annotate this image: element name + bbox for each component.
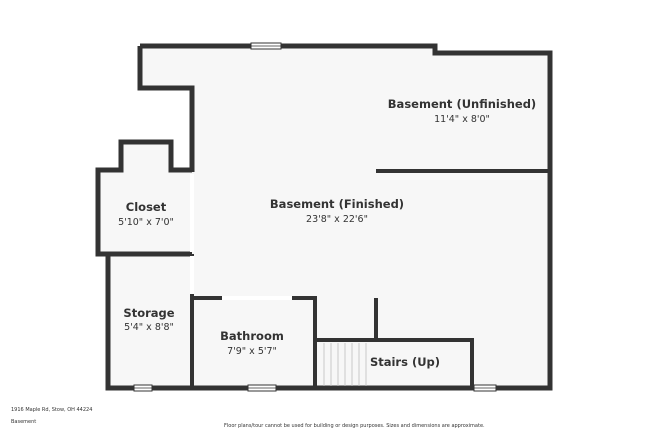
bathroom-door-opening (222, 296, 292, 300)
room-closet-name: Closet (126, 200, 167, 214)
room-basement-unfinished-dims: 11'4" x 8'0" (434, 114, 490, 125)
room-bathroom-name: Bathroom (220, 329, 284, 343)
upper-left-wall (137, 46, 195, 172)
closet-wall (95, 139, 192, 257)
window-right (473, 384, 497, 392)
window-bathroom (247, 384, 277, 392)
window-top (250, 42, 282, 50)
stairs-treads (323, 343, 367, 386)
room-closet-dims: 5'10" x 7'0" (118, 217, 174, 228)
room-basement-unfinished-name: Basement (Unfinished) (388, 97, 536, 111)
window-storage (133, 384, 153, 392)
storage-opening (190, 256, 194, 294)
property-address: 1916 Maple Rd, Stow, OH 44224 (11, 407, 93, 413)
exterior-wall (105, 43, 553, 391)
disclaimer-text: Floor plans/tour cannot be used for buil… (224, 423, 485, 429)
floor-area (98, 46, 550, 388)
room-bathroom-dims: 7'9" x 5'7" (227, 346, 277, 357)
closet-opening (190, 174, 194, 252)
room-basement-finished-name: Basement (Finished) (270, 197, 404, 211)
stairs-wall-top (315, 338, 474, 388)
room-basement-finished-dims: 23'8" x 22'6" (306, 214, 368, 225)
room-storage-name: Storage (123, 306, 174, 320)
room-stairs-name: Stairs (Up) (370, 355, 440, 369)
floor-label: Basement (11, 419, 37, 425)
room-storage-dims: 5'4" x 8'8" (124, 322, 174, 333)
